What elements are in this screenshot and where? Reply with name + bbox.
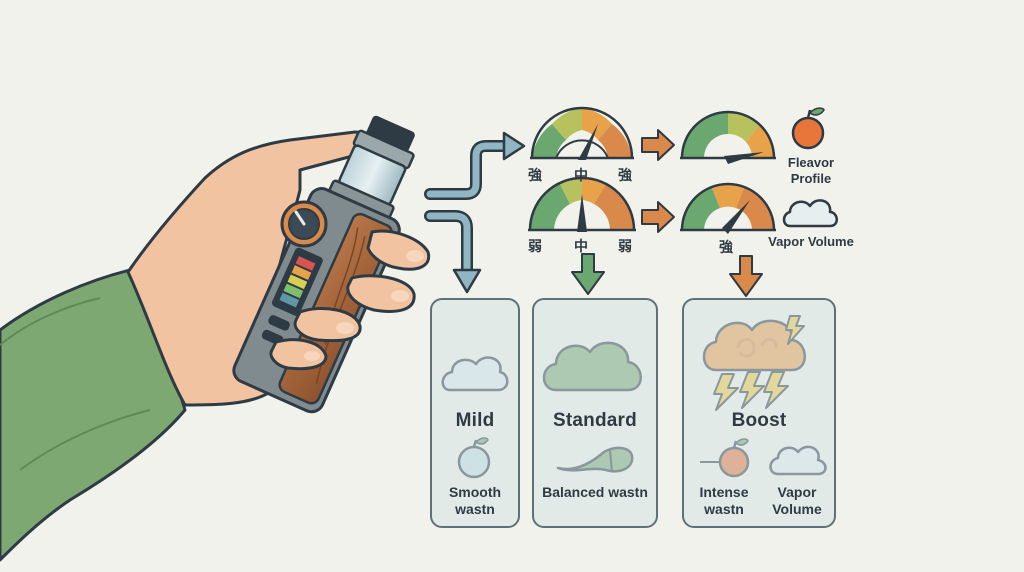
mode-panel-standard: Standard Balanced wastn — [532, 298, 658, 528]
mode-panel-mild: Mild Smooth wastn — [430, 298, 520, 528]
gauge-tick-label: 弱 — [528, 239, 542, 255]
right-arrow-icon — [641, 129, 675, 233]
gauge-tick-label: 強 — [618, 168, 632, 184]
panel-title: Boost — [731, 410, 787, 431]
gauge-tick-label: 強 — [719, 240, 733, 256]
gauge-tick-label: 弱 — [618, 239, 632, 255]
flavor-profile-label: Fleavor Profile — [787, 155, 835, 186]
down-arrow-icon — [571, 253, 763, 297]
panel-title: Mild — [455, 410, 495, 431]
hand-icon — [126, 130, 369, 407]
gauge-tick-label: 中 — [574, 239, 588, 255]
mode-panel-boost: Boost Intense wastn Vapor Volume — [682, 298, 836, 528]
panel-desc: Intense wastn — [699, 484, 749, 517]
gauge-icon — [530, 106, 634, 160]
panel-desc: Vapor Volume — [772, 484, 822, 517]
dial-icon — [280, 200, 328, 248]
gauge-icon — [680, 182, 776, 234]
gauge-tick-label: 中 — [574, 168, 588, 184]
vapor-volume-label: Vapor Volume — [768, 234, 854, 249]
gauge-tick-label: 強 — [528, 168, 542, 184]
fingers-icon — [269, 229, 431, 371]
panel-desc: Balanced wastn — [542, 484, 648, 500]
sleeve-icon — [0, 268, 187, 562]
cloud-icon — [782, 199, 838, 228]
panel-desc: Smooth wastn — [448, 484, 502, 517]
gauge-icon — [528, 176, 636, 232]
apple-icon — [791, 107, 825, 150]
gauge-icon — [680, 110, 776, 164]
flow-arrows — [424, 131, 526, 294]
panel-title: Standard — [553, 410, 637, 431]
